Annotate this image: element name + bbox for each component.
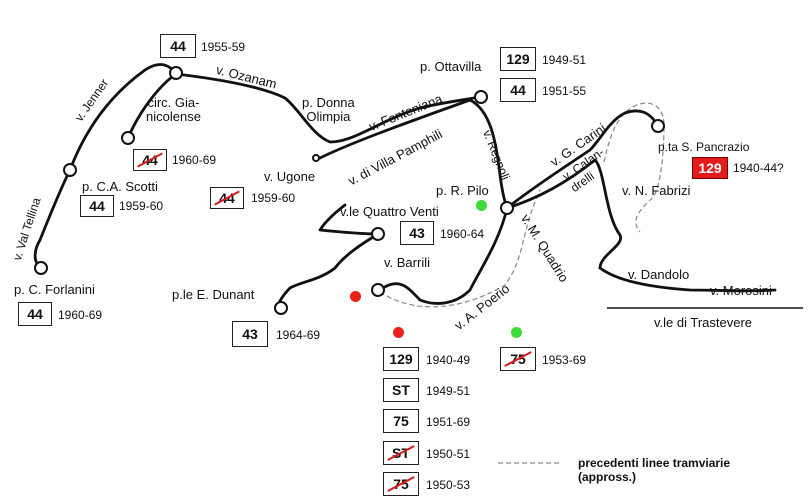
- line-years: 1960-69: [58, 308, 103, 322]
- route-carini-pancrazio: [505, 109, 660, 210]
- route-villa-pamphili: [314, 98, 509, 210]
- label-p-ca-scotti: p. C.A. Scotti: [82, 179, 158, 194]
- label-p-ta-s-pancrazio: p.ta S. Pancrazio: [658, 140, 750, 154]
- label-v-morosini: v. Morosini: [710, 283, 772, 298]
- label-circ-gianicolense: circ. Gia- nicolense: [146, 95, 201, 124]
- line-years: 1949-51: [542, 53, 587, 67]
- stop-circle-quattro-venti: [371, 227, 385, 241]
- line-years: 1951-69: [426, 415, 471, 429]
- line-years: 1960-69: [172, 153, 217, 167]
- stop-circle-dunant: [274, 301, 288, 315]
- line-badge: ST: [383, 378, 419, 402]
- line-years: 1951-55: [542, 84, 587, 98]
- green-dot-pilo: [476, 200, 487, 211]
- label-p-c-forlanini: p. C. Forlanini: [14, 282, 95, 297]
- dashed-tramline-lower: [379, 189, 541, 308]
- label-p-le-e-dunant: p.le E. Dunant: [172, 287, 255, 302]
- line-badge: 44: [500, 78, 536, 102]
- legend-dashed-label: precedenti linee tramviarie (appross.): [578, 456, 731, 484]
- line-years: 1955-59: [201, 40, 246, 54]
- line-years: 1949-51: [426, 384, 471, 398]
- route-quattro-venti: [274, 232, 380, 313]
- route-calandrelli-fabrizi: [505, 158, 622, 270]
- line-badge-crossed: ST: [383, 441, 419, 465]
- line-badge: 43: [232, 321, 268, 347]
- label-p-ottavilla: p. Ottavilla: [420, 59, 482, 74]
- stop-circle-scotti: [63, 163, 77, 177]
- line-years: 1959-60: [251, 191, 296, 205]
- label-v-n-fabrizi: v. N. Fabrizi: [622, 183, 691, 198]
- green-dot-legend: [511, 327, 522, 338]
- stop-circle-gianicolense: [121, 131, 135, 145]
- line-years: 1950-53: [426, 478, 471, 492]
- bus-routes: [33, 63, 777, 313]
- line-badge: 129: [500, 47, 536, 71]
- stop-circle-barrili: [371, 283, 385, 297]
- line-years: 1953-69: [542, 353, 587, 367]
- stop-circle-pilo: [500, 201, 514, 215]
- line-badge: 44: [160, 34, 196, 58]
- red-dot-barrili: [350, 291, 361, 302]
- label-v-dandolo: v. Dandolo: [628, 267, 690, 282]
- label-p-r-pilo: p. R. Pilo: [436, 183, 489, 198]
- line-badge-crossed: 44: [133, 149, 167, 171]
- line-badge-highlighted: 129: [692, 157, 728, 179]
- line-years: 1964-69: [276, 328, 321, 342]
- line-badge: 44: [18, 302, 52, 326]
- line-badge-crossed: 44: [210, 187, 244, 209]
- stop-circle-pancrazio: [651, 119, 665, 133]
- red-dot-legend: [393, 327, 404, 338]
- line-years: 1959-60: [119, 199, 164, 213]
- label-v-le-di-trastevere: v.le di Trastevere: [654, 315, 753, 330]
- label-v-le-quattro-venti: v.le Quattro Venti: [340, 204, 439, 219]
- line-years: 1950-51: [426, 447, 471, 461]
- route-ugone: [318, 203, 380, 236]
- stop-circle-ozanam: [169, 66, 183, 80]
- line-years: 1960-64: [440, 227, 485, 241]
- line-badge: 44: [80, 195, 114, 217]
- line-badge: 129: [383, 347, 419, 371]
- label-v-barrili: v. Barrili: [384, 255, 430, 270]
- line-years: 1940-49: [426, 353, 471, 367]
- label-p-donna-olimpia: p. Donna Olimpia: [302, 95, 355, 124]
- line-badge-crossed: 75: [500, 347, 536, 371]
- line-badge: 43: [400, 221, 434, 245]
- line-years: 1940-44?: [733, 161, 784, 175]
- route-dandolo-morosini: [598, 266, 777, 293]
- line-badge-crossed: 75: [383, 472, 419, 496]
- stop-circles: [34, 66, 665, 315]
- line-badge: 75: [383, 409, 419, 433]
- stop-circle-forlanini: [34, 261, 48, 275]
- label-v-ugone: v. Ugone: [264, 169, 316, 184]
- stop-circle-ottavilla: [474, 90, 488, 104]
- route-quadrio-poerio: [378, 206, 509, 305]
- stop-circle-donna-olimpia: [312, 154, 320, 162]
